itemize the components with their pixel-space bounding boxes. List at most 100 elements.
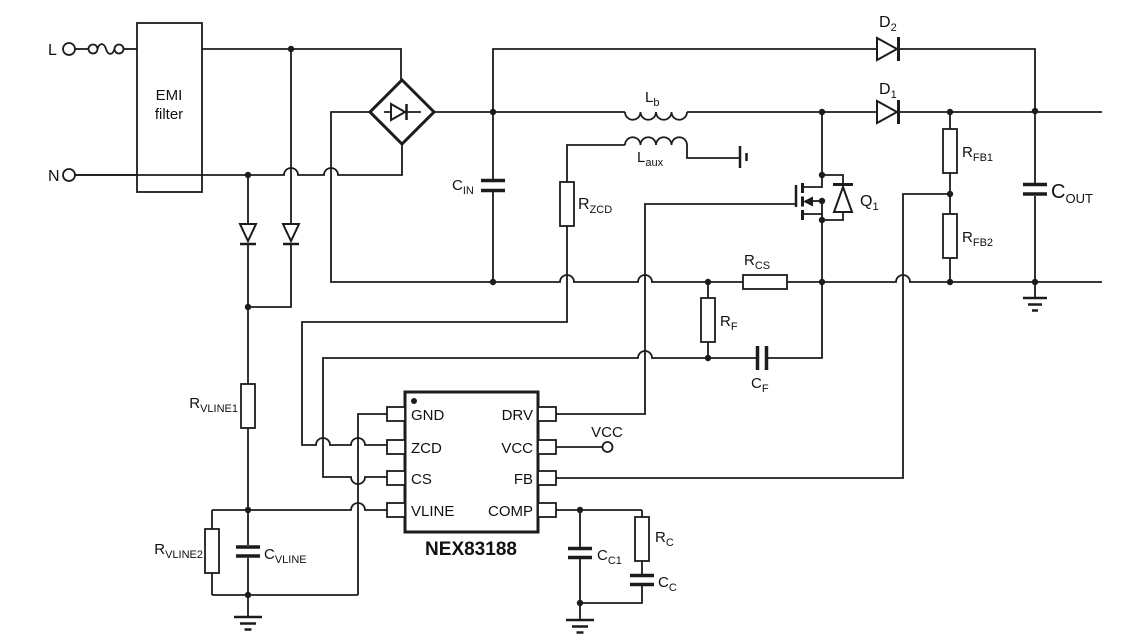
neutral-sense-diode [238,175,258,307]
terminal-neutral: N [48,168,137,185]
junction-dot [818,278,826,286]
ic-pin-fb [537,470,557,486]
rfb2-label: RFB2 [962,229,993,249]
junction-dot [287,45,295,53]
capacitor-cf: CF [708,282,823,395]
junction-dot [818,108,826,116]
diode-down-icon [238,223,258,244]
junction-dot [244,591,252,599]
ic-pin-gnd [386,406,406,422]
d2-label: D2 [879,14,897,34]
cc-label: CC [658,574,677,594]
junction-dot [818,197,826,205]
d1-label: D1 [879,81,897,101]
fuse-right-circle [113,43,125,55]
line-terminal-label: L [48,42,57,59]
rfb1-label: RFB1 [962,144,993,164]
q1-body-diode-icon [832,184,854,213]
rf-label: RF [720,313,738,333]
emi-filter-box [136,22,203,193]
bridge-rectifier [367,77,437,147]
resistor-body [742,274,788,290]
diode-d2: D2 [876,14,1036,111]
capacitor-cvline: CVLINE [236,510,307,595]
pin-label-zcd: ZCD [411,440,442,457]
wire-zcd [301,226,568,446]
fuse-left-circle [87,43,99,55]
junction-dot [1031,107,1039,115]
cc1-label: CC1 [597,547,622,567]
pin1-dot-icon [411,398,417,404]
ic-pin-cs [386,470,406,486]
vcc-label: VCC [591,424,623,441]
ic-body [403,390,540,534]
diode-right-icon [876,36,900,62]
resistor-body [240,383,256,429]
capacitor-cin: CIN [452,112,505,282]
ic-pin-vcc [537,439,557,455]
resistor-body [634,516,650,562]
ic-nex83188: GND ZCD CS VLINE DRV VCC FB COMP NEX8318… [386,390,557,560]
junction-dot [704,278,712,286]
wire [566,144,625,182]
resistor-body [204,528,220,574]
junction-dot [946,108,954,116]
pin-label-cs: CS [411,471,432,488]
junction-dot [818,171,826,179]
mosfet-q1: Q1 [794,112,879,282]
rcs-label: RCS [744,252,770,272]
emi-filter-label-line1: EMI [156,87,183,104]
wire-bypass-top [492,48,877,112]
resistor-rcs: RCS [742,252,788,290]
diode-d1: D1 [876,81,900,125]
junction-dots [244,45,1039,607]
pin-label-gnd: GND [411,407,445,424]
junction-dot [244,303,252,311]
pin-label-drv: DRV [502,407,533,424]
bridge-diode-icon [390,102,408,122]
wire-neutral-to-bridge [75,145,403,176]
wire-return-rail [330,111,1102,283]
wire-cs [322,350,708,485]
laux-label: Laux [637,149,664,169]
resistor-rvline2: RVLINE2 [154,510,220,595]
ic-part-number: NEX83188 [425,539,517,560]
line-terminal-circle [62,42,76,56]
wire [580,586,643,604]
junction-dot [946,190,954,198]
wire [686,145,739,159]
junction-dot [489,108,497,116]
resistor-rvline1: RVLINE1 [189,307,256,510]
pin-label-comp: COMP [488,503,533,520]
capacitor-cc1: CC1 [568,510,622,603]
neutral-terminal-circle [62,168,76,182]
junction-dot [244,171,252,179]
pin-label-fb: FB [514,471,533,488]
emi-filter-block: EMI filter [136,22,203,193]
ic-pin-vline [386,502,406,518]
fuse [75,43,137,55]
junction-dot [576,506,584,514]
rc-label: RC [655,529,674,549]
inductor-coil [624,136,688,146]
resistor-body [559,181,575,227]
wire-fb [556,193,950,479]
cvline-label: CVLINE [264,546,307,566]
vcc-terminal-circle [601,441,614,453]
cin-label: CIN [452,177,474,197]
junction-dot [946,278,954,286]
wire-line-to-bridge [202,48,402,81]
rvline2-label: RVLINE2 [154,541,203,561]
resistor-rfb2: RFB2 [942,194,993,282]
cout-label: COUT [1051,181,1093,206]
lb-label: Lb [645,89,659,109]
junction-dot [704,354,712,362]
junction-dot [1031,278,1039,286]
wire [248,244,292,308]
capacitor-cout: COUT [1023,111,1093,282]
neutral-terminal-label: N [48,168,60,185]
ground-output [1023,282,1047,312]
line-sense-diode [248,49,301,308]
